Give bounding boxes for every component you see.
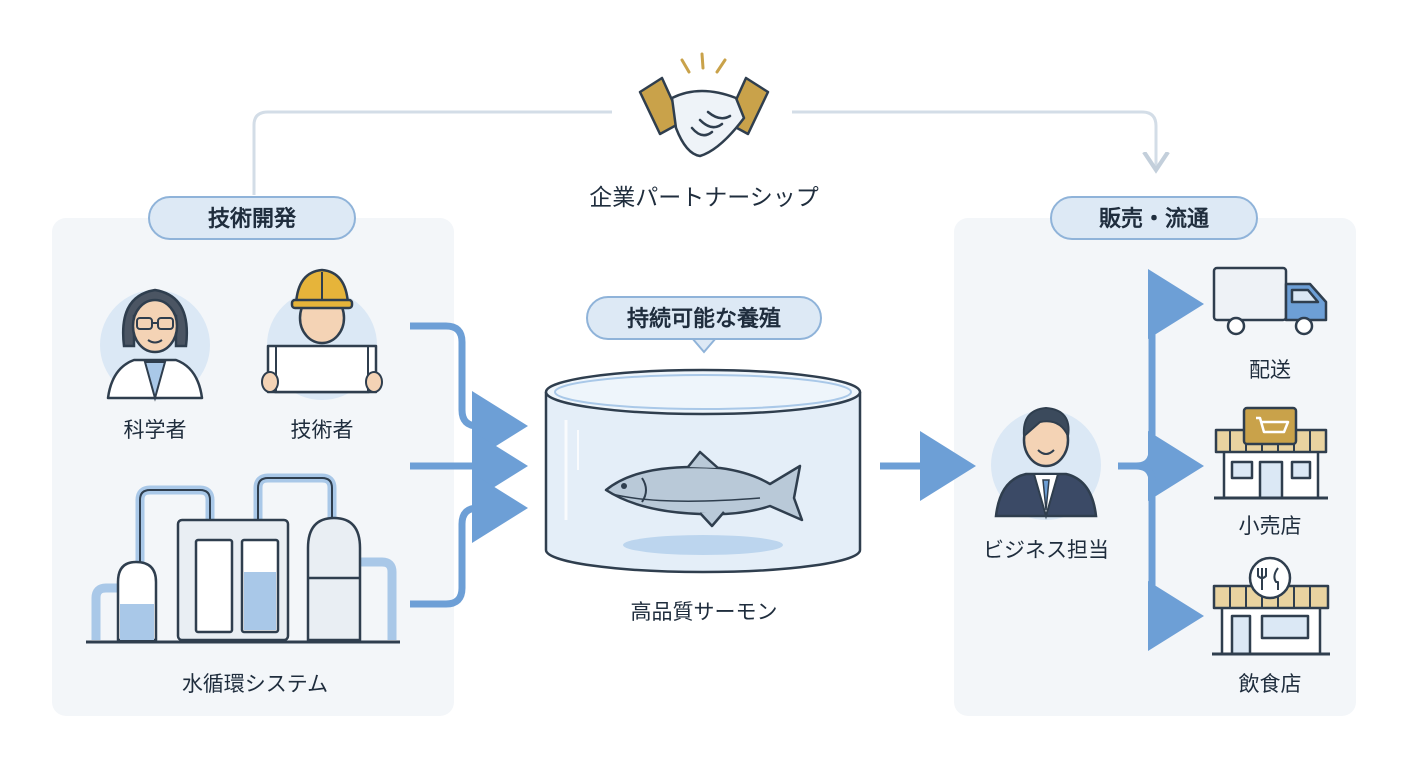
arrow-people-to-tank (410, 322, 528, 461)
retail-store-icon (1214, 406, 1328, 500)
engineer-label: 技術者 (290, 418, 354, 442)
tank-label: 高品質サーモン (630, 600, 778, 624)
partnership-label: 企業パートナーシップ (589, 185, 819, 211)
left-panel-title: 技術開発 (148, 196, 356, 240)
system-label: 水循環システム (181, 672, 329, 696)
center-pill-tail (691, 337, 717, 354)
scientist-label: 科学者 (123, 418, 187, 442)
arrow-business-to-restaurant (1135, 462, 1204, 651)
arrow-system-to-tank (410, 473, 528, 608)
businessman-icon (991, 406, 1101, 520)
water-recirculation-system-icon (86, 473, 400, 644)
arrow-business-to-delivery (1118, 269, 1204, 470)
retail-label: 小売店 (1238, 514, 1302, 538)
engineer-icon (261, 268, 383, 400)
partnership-connector-left (252, 110, 612, 195)
restaurant-label: 飲食店 (1238, 672, 1302, 696)
handshake-icon (638, 52, 770, 158)
salmon-icon (604, 450, 804, 528)
delivery-label: 配送 (1249, 358, 1291, 382)
center-title: 持続可能な養殖 (586, 296, 822, 340)
business-label: ビジネス担当 (983, 538, 1109, 562)
restaurant-icon (1212, 556, 1330, 656)
truck-icon (1212, 266, 1328, 336)
right-panel-title: 販売・流通 (1050, 196, 1258, 240)
scientist-icon (100, 288, 210, 402)
partnership-connector-right (792, 110, 1156, 170)
